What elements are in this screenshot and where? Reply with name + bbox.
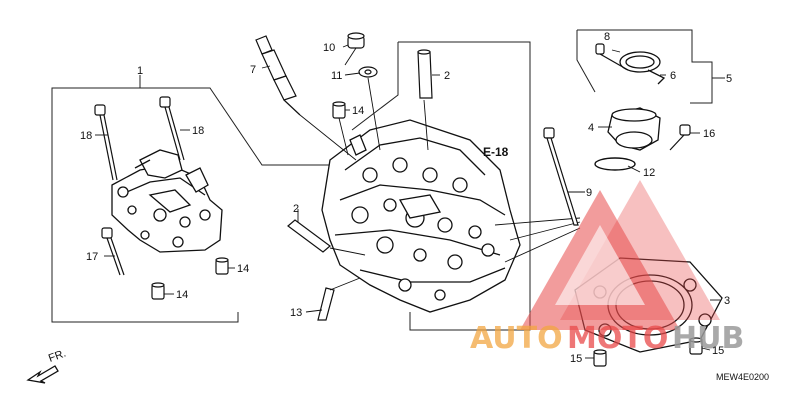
callout-2-left: 2 bbox=[293, 203, 299, 215]
stud-bolt-13 bbox=[317, 287, 335, 321]
callout-12: 12 bbox=[643, 167, 655, 179]
dowel-pin-14-a bbox=[215, 257, 229, 275]
front-direction-arrow bbox=[26, 365, 59, 384]
callout-15-b: 15 bbox=[712, 345, 724, 357]
reference-e18: E-18 bbox=[483, 145, 509, 159]
dowel-pin-15-a bbox=[593, 349, 607, 367]
watermark-part-auto: AUTO bbox=[470, 321, 563, 356]
intake-insulator-4 bbox=[607, 107, 661, 151]
stud-bolt-2-top bbox=[417, 49, 433, 99]
callout-11: 11 bbox=[331, 70, 342, 82]
bolt-17 bbox=[101, 227, 125, 276]
callout-14-a: 14 bbox=[237, 263, 249, 275]
hose-clamp-6 bbox=[619, 51, 666, 85]
callout-6: 6 bbox=[670, 70, 676, 82]
leader-lines bbox=[95, 44, 720, 359]
rocker-arm-holder bbox=[111, 149, 223, 253]
callout-14-b: 14 bbox=[176, 289, 188, 301]
callout-18-left: 18 bbox=[80, 130, 92, 142]
callout-2-top: 2 bbox=[444, 70, 450, 82]
callout-10: 10 bbox=[323, 42, 335, 54]
dowel-pin-14-c bbox=[332, 101, 346, 119]
callout-4: 4 bbox=[588, 122, 594, 134]
dowel-pin-15-b bbox=[689, 337, 703, 355]
front-direction-label: FR. bbox=[47, 347, 68, 364]
callout-17: 17 bbox=[86, 251, 98, 263]
dowel-pin-14-b bbox=[151, 282, 165, 300]
callout-18-right: 18 bbox=[192, 125, 204, 137]
callout-3: 3 bbox=[724, 295, 730, 307]
sealing-cap-10 bbox=[347, 32, 365, 49]
callout-13: 13 bbox=[290, 307, 302, 319]
o-ring-12 bbox=[594, 157, 636, 171]
clamp-screw-8 bbox=[595, 43, 629, 71]
guide-lines-head bbox=[299, 47, 581, 291]
cylinder-head bbox=[321, 119, 521, 313]
callout-labels: 1 18 18 17 14 14 14 7 10 11 2 2 13 E-18 … bbox=[47, 31, 769, 382]
callout-7: 7 bbox=[250, 64, 256, 76]
callout-8: 8 bbox=[604, 31, 610, 43]
insulator-assembly-boundary bbox=[576, 29, 725, 104]
callout-9: 9 bbox=[586, 187, 592, 199]
bolt-18-left bbox=[94, 104, 118, 181]
callout-1: 1 bbox=[137, 65, 143, 77]
bolt-16 bbox=[669, 124, 691, 151]
watermark-logo: AUTO MOTO HUB bbox=[470, 180, 744, 356]
watermark-part-moto: MOTO bbox=[567, 321, 668, 356]
callout-14-c: 14 bbox=[352, 105, 364, 117]
spark-plug-7 bbox=[255, 35, 301, 116]
drawing-code: MEW4E0200 bbox=[716, 372, 769, 382]
watermark-part-hub: HUB bbox=[672, 321, 744, 356]
washer-11 bbox=[358, 66, 378, 78]
rocker-assembly-boundary bbox=[51, 75, 345, 323]
callout-5: 5 bbox=[726, 73, 732, 85]
callout-15-a: 15 bbox=[570, 353, 582, 365]
callout-16: 16 bbox=[703, 128, 715, 140]
bolt-18-right bbox=[159, 96, 185, 161]
stud-bolt-9 bbox=[543, 127, 579, 226]
stud-bolt-2-left bbox=[287, 219, 331, 253]
